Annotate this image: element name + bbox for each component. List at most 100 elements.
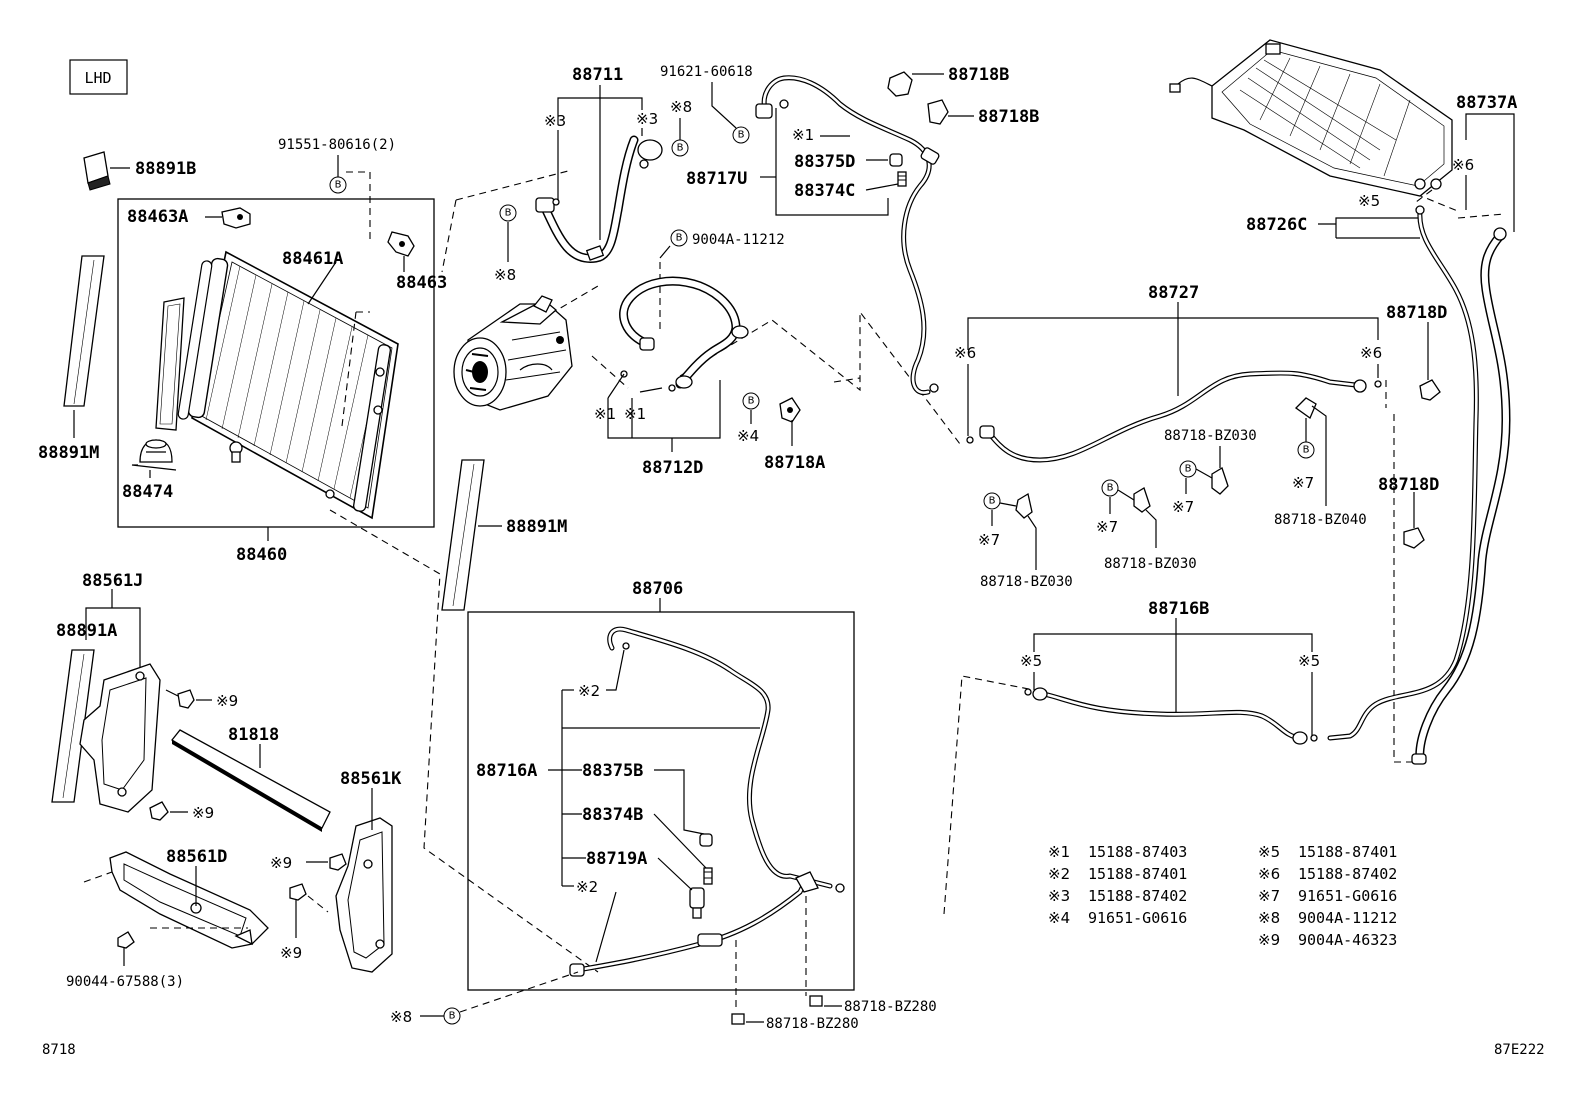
note-6-a: ※6 [954, 344, 976, 362]
hose-88717u-part [755, 75, 940, 396]
clip-bz280-upper-part [809, 995, 823, 1007]
callout-88716A: 88716A [476, 761, 537, 781]
page-reference: 8718 [42, 1042, 76, 1058]
legend-part-4: 91651-G0616 [1088, 909, 1187, 927]
note-1-b: ※1 [624, 405, 646, 423]
bolt-symbol: B [742, 392, 760, 410]
note-1-top: ※1 [792, 126, 814, 144]
seal-88891m-mid-part [441, 459, 485, 611]
callout-88375D: 88375D [794, 152, 855, 172]
note-5-top: ※5 [1358, 192, 1380, 210]
note-3-right: ※3 [636, 110, 658, 128]
valve-88719a-part [689, 887, 705, 919]
note-7-d: ※7 [978, 531, 1000, 549]
callout-88718-BZ030-1: 88718-BZ030 [1164, 428, 1257, 444]
note-9-a: ※9 [216, 692, 238, 710]
note-6-b: ※6 [1360, 344, 1382, 362]
svg-text:B: B [505, 208, 512, 219]
callout-88461A: 88461A [282, 249, 343, 269]
svg-text:B: B [449, 1011, 456, 1022]
callout-88719A: 88719A [586, 849, 647, 869]
callout-88718-BZ280-2: 88718-BZ280 [766, 1016, 859, 1032]
note-7-b: ※7 [1172, 498, 1194, 516]
pipe-88727-part [966, 370, 1382, 463]
callout-88718D-2: 88718D [1378, 475, 1439, 495]
callout-88374B: 88374B [582, 805, 643, 825]
note-3-left: ※3 [544, 112, 566, 130]
cushion-88474-part [139, 439, 173, 463]
note-5-a: ※5 [1020, 652, 1042, 670]
callout-88712D: 88712D [642, 458, 703, 478]
lhd-label: LHD [84, 69, 111, 87]
clip-88718d-upper-part [1419, 379, 1441, 401]
callout-88706: 88706 [632, 579, 683, 599]
figure-code: 87E222 [1494, 1042, 1545, 1058]
callout-9004A-11212-top: 9004A-11212 [692, 232, 785, 248]
note-5-b: ※5 [1298, 652, 1320, 670]
bolt-symbol: B [443, 1007, 461, 1025]
note-8-mid: ※8 [494, 266, 516, 284]
clamp-88718a-part [779, 397, 801, 423]
callout-88474: 88474 [122, 482, 173, 502]
legend-mark-8: ※8 [1258, 909, 1280, 927]
legend-mark-3: ※3 [1048, 887, 1070, 905]
callout-88716B: 88716B [1148, 599, 1209, 619]
condenser-assembly-frame [117, 198, 435, 528]
callout-88561J: 88561J [82, 571, 143, 591]
radiator-seal-88891b-part [83, 151, 111, 191]
bolt-symbol: B [983, 492, 1001, 510]
legend-part-1: 15188-87403 [1088, 843, 1187, 861]
clip-screw-9c-part [329, 853, 347, 871]
hose-88712d-part [619, 276, 749, 392]
cap-88375b-part [699, 833, 713, 847]
legend-part-7: 91651-G0616 [1298, 887, 1397, 905]
note-9-b: ※9 [192, 804, 214, 822]
legend-part-5: 15188-87401 [1298, 843, 1397, 861]
seal-88891a-part [51, 649, 95, 803]
clip-bz280-lower-part [731, 1013, 745, 1025]
note-8-bottom: ※8 [390, 1008, 412, 1026]
legend-mark-6: ※6 [1258, 865, 1280, 883]
callout-88718D-1: 88718D [1386, 303, 1447, 323]
note-7-a: ※7 [1292, 474, 1314, 492]
legend-part-3: 15188-87402 [1088, 887, 1187, 905]
bracket-88561k-part [335, 817, 393, 973]
clip-88718d-lower-part [1403, 527, 1425, 549]
callout-88891M-left: 88891M [38, 443, 99, 463]
note-6-right: ※6 [1452, 156, 1474, 174]
callout-88711: 88711 [572, 65, 623, 85]
note-9-d: ※9 [280, 944, 302, 962]
callout-88891A: 88891A [56, 621, 117, 641]
leader-dashed-lines [329, 169, 1505, 973]
callout-88891B: 88891B [135, 159, 196, 179]
legend-mark-1: ※1 [1048, 843, 1070, 861]
compressor-part [453, 295, 573, 411]
callout-88891M-mid: 88891M [506, 517, 567, 537]
valve-core-88374b-part [703, 867, 713, 885]
callout-81818: 81818 [228, 725, 279, 745]
legend-part-8: 9004A-11212 [1298, 909, 1397, 927]
seal-88891m-left-part [63, 255, 105, 407]
undercover-88561d-part [109, 851, 269, 949]
svg-text:B: B [1303, 445, 1310, 456]
valve-core-88374c-part [897, 171, 907, 187]
bolt-symbol: B [1101, 479, 1119, 497]
bolt-symbol: B [329, 176, 347, 194]
callout-91621-60618: 91621-60618 [660, 64, 753, 80]
callout-88718-BZ030-2: 88718-BZ030 [980, 574, 1073, 590]
note-4: ※4 [737, 427, 759, 445]
pipe-88716a-part [569, 626, 845, 977]
bracket-88561j-part [79, 663, 161, 813]
legend-mark-9: ※9 [1258, 931, 1280, 949]
bolt-symbol: B [499, 204, 517, 222]
clip-bz030-a-part [1211, 467, 1229, 495]
callout-88718-BZ280-1: 88718-BZ280 [844, 999, 937, 1015]
side-seal-part [155, 297, 185, 431]
callout-88718B-1: 88718B [948, 65, 1009, 85]
clip-bz030-c-part [1015, 492, 1033, 519]
legend-part-6: 15188-87402 [1298, 865, 1397, 883]
evaporator-unit-part [1169, 39, 1453, 197]
callout-88463A: 88463A [127, 207, 188, 227]
